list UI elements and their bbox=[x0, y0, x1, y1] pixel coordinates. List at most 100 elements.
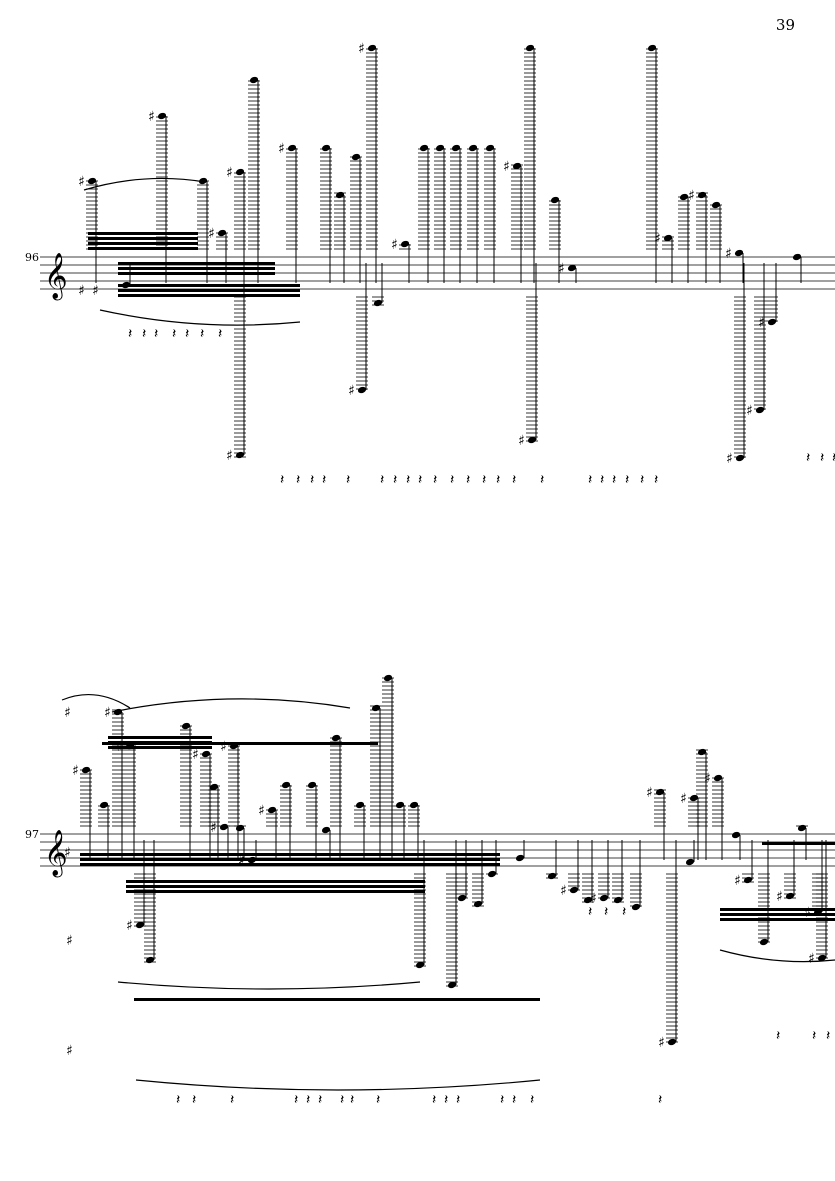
notehead bbox=[485, 144, 495, 152]
rest-icon: 𝄽 bbox=[154, 326, 158, 342]
treble-clef-icon: 𝄞 bbox=[44, 253, 68, 301]
notehead bbox=[355, 801, 365, 809]
rest-icon: 𝄽 bbox=[812, 1028, 816, 1044]
notehead bbox=[209, 783, 219, 791]
notehead bbox=[219, 823, 229, 831]
beam bbox=[118, 284, 300, 287]
rest-icon: 𝄽 bbox=[444, 1092, 448, 1108]
slur bbox=[135, 1079, 541, 1091]
system-97: 𝄞♯♯♯♯♯♯♯♯♯♯♯♯♯♯♯♯♯♯♯♯♯♯♯𝄽𝄽𝄽𝄽𝄽𝄽𝄽𝄽𝄽𝄽𝄽𝄽𝄽𝄽𝄽𝄽… bbox=[40, 674, 835, 1108]
sharp-icon: ♯ bbox=[226, 448, 233, 464]
notehead bbox=[321, 144, 331, 152]
rest-icon: 𝄽 bbox=[310, 472, 314, 488]
notehead bbox=[367, 44, 377, 52]
rest-icon: 𝄽 bbox=[176, 1092, 180, 1108]
sharp-icon: ♯ bbox=[210, 820, 217, 836]
notehead bbox=[599, 894, 609, 902]
notehead bbox=[515, 854, 525, 862]
notehead bbox=[435, 144, 445, 152]
rest-icon: 𝄽 bbox=[640, 472, 644, 488]
rest-icon: 𝄽 bbox=[826, 1028, 830, 1044]
notehead bbox=[371, 704, 381, 712]
rest-icon: 𝄽 bbox=[433, 472, 437, 488]
notehead bbox=[87, 177, 97, 185]
notehead bbox=[755, 406, 765, 414]
sharp-icon: ♯ bbox=[704, 771, 711, 787]
rest-icon: 𝄽 bbox=[832, 450, 835, 466]
rest-icon: 𝄽 bbox=[350, 1092, 354, 1108]
rest-icon: 𝄽 bbox=[450, 472, 454, 488]
measure-number-96: 96 bbox=[25, 251, 39, 264]
rest-icon: 𝄽 bbox=[393, 472, 397, 488]
notehead bbox=[157, 112, 167, 120]
notehead bbox=[525, 44, 535, 52]
rest-icon: 𝄽 bbox=[432, 1092, 436, 1108]
beam bbox=[720, 908, 835, 911]
rest-icon: 𝄽 bbox=[318, 1092, 322, 1108]
rest-icon: 𝄽 bbox=[588, 472, 592, 488]
sharp-icon: ♯ bbox=[92, 283, 99, 299]
notehead bbox=[713, 774, 723, 782]
notehead bbox=[663, 234, 673, 242]
sharp-icon: ♯ bbox=[590, 891, 597, 907]
notehead bbox=[567, 264, 577, 272]
notehead bbox=[415, 961, 425, 969]
notehead bbox=[711, 201, 721, 209]
rest-icon: 𝄽 bbox=[322, 472, 326, 488]
rest-icon: 𝄽 bbox=[200, 326, 204, 342]
sharp-icon: ♯ bbox=[64, 705, 71, 721]
notehead bbox=[689, 794, 699, 802]
beam bbox=[102, 742, 378, 745]
rest-icon: 𝄽 bbox=[654, 472, 658, 488]
sharp-icon: ♯ bbox=[220, 739, 227, 755]
rest-icon: 𝄽 bbox=[658, 1092, 662, 1108]
sharp-icon: ♯ bbox=[78, 283, 85, 299]
sharp-icon: ♯ bbox=[654, 231, 661, 247]
rest-icon: 𝄽 bbox=[456, 1092, 460, 1108]
notehead bbox=[697, 748, 707, 756]
notehead bbox=[767, 318, 777, 326]
notehead bbox=[569, 886, 579, 894]
notehead bbox=[679, 193, 689, 201]
sharp-icon: ♯ bbox=[560, 883, 567, 899]
rest-icon: 𝄽 bbox=[600, 472, 604, 488]
notehead bbox=[249, 76, 259, 84]
sharp-icon: ♯ bbox=[658, 1035, 665, 1051]
notehead bbox=[383, 674, 393, 682]
rest-icon: 𝄽 bbox=[622, 904, 626, 920]
rest-icon: 𝄽 bbox=[380, 472, 384, 488]
sharp-icon: ♯ bbox=[208, 226, 215, 242]
notehead bbox=[198, 177, 208, 185]
rest-icon: 𝄽 bbox=[512, 1092, 516, 1108]
notehead bbox=[697, 191, 707, 199]
notehead bbox=[759, 938, 769, 946]
notehead bbox=[217, 229, 227, 237]
sharp-icon: ♯ bbox=[688, 188, 695, 204]
sharp-icon: ♯ bbox=[104, 705, 111, 721]
notehead bbox=[631, 903, 641, 911]
rest-icon: 𝄽 bbox=[604, 904, 608, 920]
notehead bbox=[135, 921, 145, 929]
slur bbox=[99, 309, 301, 326]
beam bbox=[762, 842, 835, 845]
rest-icon: 𝄽 bbox=[512, 472, 516, 488]
rest-icon: 𝄽 bbox=[128, 326, 132, 342]
rest-icon: 𝄽 bbox=[346, 472, 350, 488]
beam bbox=[88, 242, 198, 245]
slur bbox=[61, 694, 131, 709]
notehead bbox=[99, 801, 109, 809]
notehead bbox=[547, 872, 557, 880]
rest-icon: 𝄽 bbox=[280, 472, 284, 488]
notehead bbox=[307, 781, 317, 789]
notehead bbox=[734, 249, 744, 257]
notehead bbox=[468, 144, 478, 152]
beam bbox=[80, 853, 500, 856]
beam bbox=[720, 913, 835, 916]
sharp-icon: ♯ bbox=[358, 41, 365, 57]
rest-icon: 𝄽 bbox=[776, 1028, 780, 1044]
notehead bbox=[335, 191, 345, 199]
beam bbox=[118, 267, 275, 270]
rest-icon: 𝄽 bbox=[142, 326, 146, 342]
beam bbox=[108, 736, 212, 739]
notehead bbox=[512, 162, 522, 170]
